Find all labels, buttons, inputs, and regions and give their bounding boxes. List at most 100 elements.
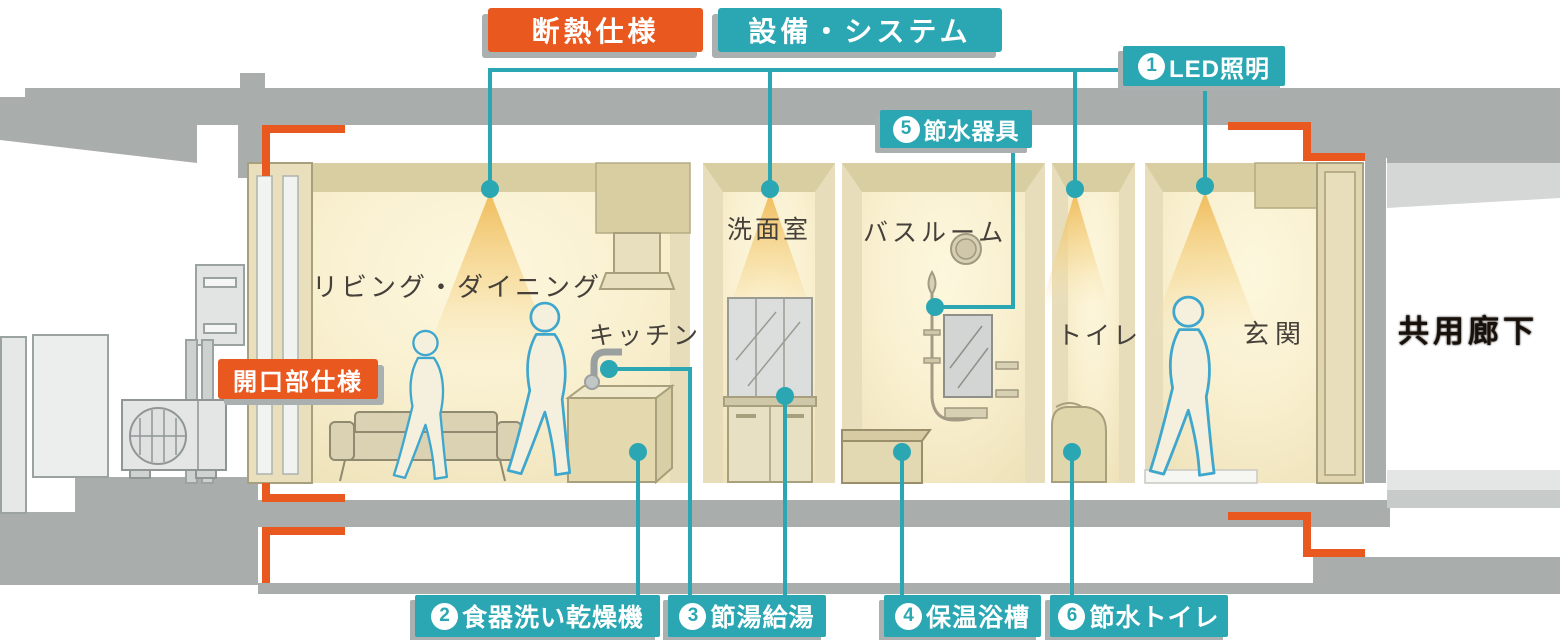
callout-dishwasher: 2 食器洗い乾燥機 <box>415 595 660 637</box>
callout-water-saving-fixtures: 5 節水器具 <box>880 110 1032 148</box>
marker-shower <box>926 298 944 316</box>
kitchen-faucet <box>590 348 622 386</box>
insulation-bracket-top-right <box>1228 122 1365 161</box>
bath-vent-fan <box>950 233 982 265</box>
bathtub-front <box>841 440 923 484</box>
room-label-entrance: 玄関 <box>1243 319 1308 349</box>
window-glass-pane-1 <box>256 175 273 475</box>
room-label-kitchen: キッチン <box>589 322 702 350</box>
top-slab-stub <box>240 73 265 89</box>
toilet-fixture <box>1051 406 1107 483</box>
callout-number: 2 <box>430 602 458 630</box>
equipment-system-label: 設備・システム <box>718 8 1002 52</box>
room-label-living-dining: リビング・ダイニング <box>312 272 603 302</box>
corridor-label: 共用廊下 <box>1398 314 1538 349</box>
callout-number: 1 <box>1138 52 1165 80</box>
concrete-structure <box>0 73 1560 594</box>
vanity-counter <box>723 396 817 407</box>
marker-led-toilet <box>1066 180 1084 198</box>
kitchen-counter <box>565 348 675 485</box>
ac-foot-left <box>129 469 151 479</box>
wall-box-slot-top <box>203 277 237 288</box>
room-living-dining <box>247 162 691 485</box>
marker-vanity-faucet <box>776 387 794 405</box>
bath-mirror <box>943 314 993 398</box>
vanity-mirror-cabinet <box>727 297 813 398</box>
connector-hot-water-kitchen <box>609 367 692 600</box>
marker-kitchen-faucet <box>600 360 618 378</box>
connector-water-saving <box>935 147 1015 309</box>
balcony-floor-edge <box>0 512 258 585</box>
insulation-spec-label: 断熱仕様 <box>488 8 703 52</box>
room-toilet <box>1040 163 1135 483</box>
insulation-bracket-top-left <box>262 125 345 176</box>
callout-number: 6 <box>1058 602 1086 630</box>
light-cone-washroom <box>722 192 818 330</box>
bath-shelf-1 <box>995 361 1019 370</box>
callout-number: 4 <box>894 602 922 630</box>
ac-outdoor-unit <box>121 399 227 479</box>
top-slab-step <box>0 88 25 97</box>
corridor-floor-top <box>1387 470 1560 490</box>
kitchen-ceiling-bulkhead <box>595 162 691 234</box>
callout-number: 3 <box>679 602 707 630</box>
opening-spec-text: 開口部仕様 <box>233 368 363 396</box>
insulation-bracket-bottom-right <box>1228 512 1365 557</box>
entrance-outer-wall <box>1365 158 1386 483</box>
corridor-floor-face <box>1387 490 1560 508</box>
concrete-bottom-slab <box>258 500 1390 527</box>
balcony-partition-panel <box>32 334 109 478</box>
callout-label: 節水トイレ <box>1089 604 1220 632</box>
balcony-canopy-soffit <box>0 125 197 163</box>
equipment-system-text: 設備・システム <box>748 16 972 47</box>
corridor-lower-slab <box>1313 557 1560 594</box>
equipment-connectors <box>488 68 1207 600</box>
room-label-washroom: 洗面室 <box>727 216 812 244</box>
marker-dishwasher <box>629 443 647 461</box>
opening-spec-label: 開口部仕様 <box>218 359 378 399</box>
light-cone-living <box>420 192 560 370</box>
callout-label: 節水器具 <box>923 118 1020 144</box>
insulation-spec-text: 断熱仕様 <box>531 16 660 47</box>
balcony-items <box>0 264 245 514</box>
shower-head <box>927 270 937 296</box>
light-cone-toilet <box>1040 192 1110 310</box>
callout-label: LED照明 <box>1169 55 1270 83</box>
range-hood <box>598 232 676 290</box>
marker-led-washroom <box>761 180 779 198</box>
callout-hot-water-saving: 3 節湯給湯 <box>668 595 826 637</box>
entrance-door-frame <box>1316 162 1364 484</box>
equipment-point-markers <box>481 177 1214 461</box>
window-glass-pane-2 <box>282 175 299 475</box>
sofa-armrest-left <box>329 421 355 461</box>
callout-water-saving-toilet: 6 節水トイレ <box>1050 595 1228 637</box>
ac-foot-right <box>195 469 217 479</box>
callout-insulated-bathtub: 4 保温浴槽 <box>884 595 1041 637</box>
corridor-upper-wall <box>1387 120 1560 163</box>
marker-bathtub <box>893 443 911 461</box>
insulation-brackets <box>262 122 1365 583</box>
bath-shelf-2 <box>995 389 1019 398</box>
callout-led-lighting: 1 LED照明 <box>1123 46 1285 86</box>
marker-toilet-fixture <box>1063 443 1081 461</box>
balcony-side-panel <box>0 336 27 514</box>
room-bathroom <box>841 163 1045 484</box>
insulation-bracket-bottom-left-upper <box>262 483 345 502</box>
room-label-toilet: トイレ <box>1057 322 1142 350</box>
insulation-bracket-bottom-left-lower <box>262 527 345 583</box>
corridor-soffit <box>1387 163 1560 208</box>
bathtub <box>841 429 932 484</box>
callout-number: 5 <box>892 115 920 143</box>
room-label-bathroom: バスルーム <box>863 219 1008 247</box>
marker-led-living <box>481 180 499 198</box>
marker-led-entrance <box>1196 177 1214 195</box>
connector-main-line <box>488 68 1125 189</box>
bath-faucet-ledge <box>944 407 988 419</box>
callout-label: 食器洗い乾燥機 <box>461 604 644 632</box>
vanity-unit <box>723 297 817 483</box>
door-head-downstand <box>1306 125 1390 158</box>
callout-label: 保温浴槽 <box>925 604 1030 632</box>
window-sliding-door <box>247 162 313 484</box>
wall-box-slot-bottom <box>203 323 237 334</box>
